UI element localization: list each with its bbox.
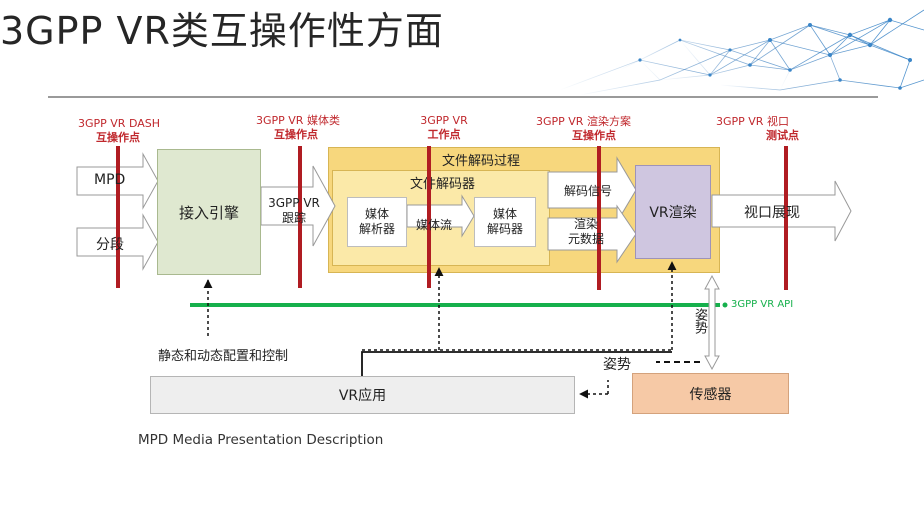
- vr-render-box: VR渲染: [635, 165, 711, 259]
- sensor-label: 传感器: [689, 386, 732, 403]
- pose-vertical-label: 姿势: [692, 308, 707, 334]
- media-decoder-box: 媒体解码器: [474, 197, 536, 247]
- decoded-signal-arrow: [547, 156, 637, 224]
- render-metadata-label: 渲染元数据: [568, 217, 605, 246]
- api-label: 3GPP VR API: [731, 299, 794, 310]
- viewport-display-label: 视口展现: [744, 205, 800, 221]
- access-engine-box: 接入引擎: [157, 149, 261, 275]
- footnote: MPD Media Presentation Description: [138, 432, 384, 448]
- file-decoder-label: 文件解码器: [410, 177, 476, 192]
- config-control-label: 静态和动态配置和控制: [158, 349, 289, 364]
- segment-label: 分段: [96, 237, 124, 253]
- title-underline: [48, 96, 878, 98]
- vr-app-box: VR应用: [150, 376, 575, 414]
- viewport-display-arrow: [711, 180, 852, 242]
- network-mesh-decoration: [559, 9, 924, 96]
- test-point-label-media: 3GPP VR 媒体类互操作点: [256, 114, 340, 141]
- file-decoding-process-label: 文件解码过程: [442, 154, 521, 169]
- pose-double-arrow: [704, 274, 720, 371]
- vr-app-label: VR应用: [338, 388, 387, 404]
- mpd-label: MPD: [94, 172, 126, 188]
- test-point-label-render: 3GPP VR 渲染方案互操作点: [536, 115, 631, 142]
- vr-render-label: VR渲染: [649, 205, 697, 221]
- render-metadata-arrow: [547, 204, 637, 264]
- sensor-box: 传感器: [632, 373, 789, 414]
- media-parser-box: 媒体解析器: [347, 197, 407, 247]
- pose-label: 姿势: [603, 357, 631, 373]
- test-point-label-viewport: 3GPP VR 视口测试点: [716, 115, 799, 142]
- access-engine-label: 接入引擎: [178, 203, 239, 222]
- media-stream-label: 媒体流: [416, 218, 453, 232]
- decoded-signal-label: 解码信号: [564, 184, 613, 198]
- media-stream-arrow: [406, 194, 475, 238]
- page-title: 3GPP VR类互操作性方面: [0, 9, 444, 53]
